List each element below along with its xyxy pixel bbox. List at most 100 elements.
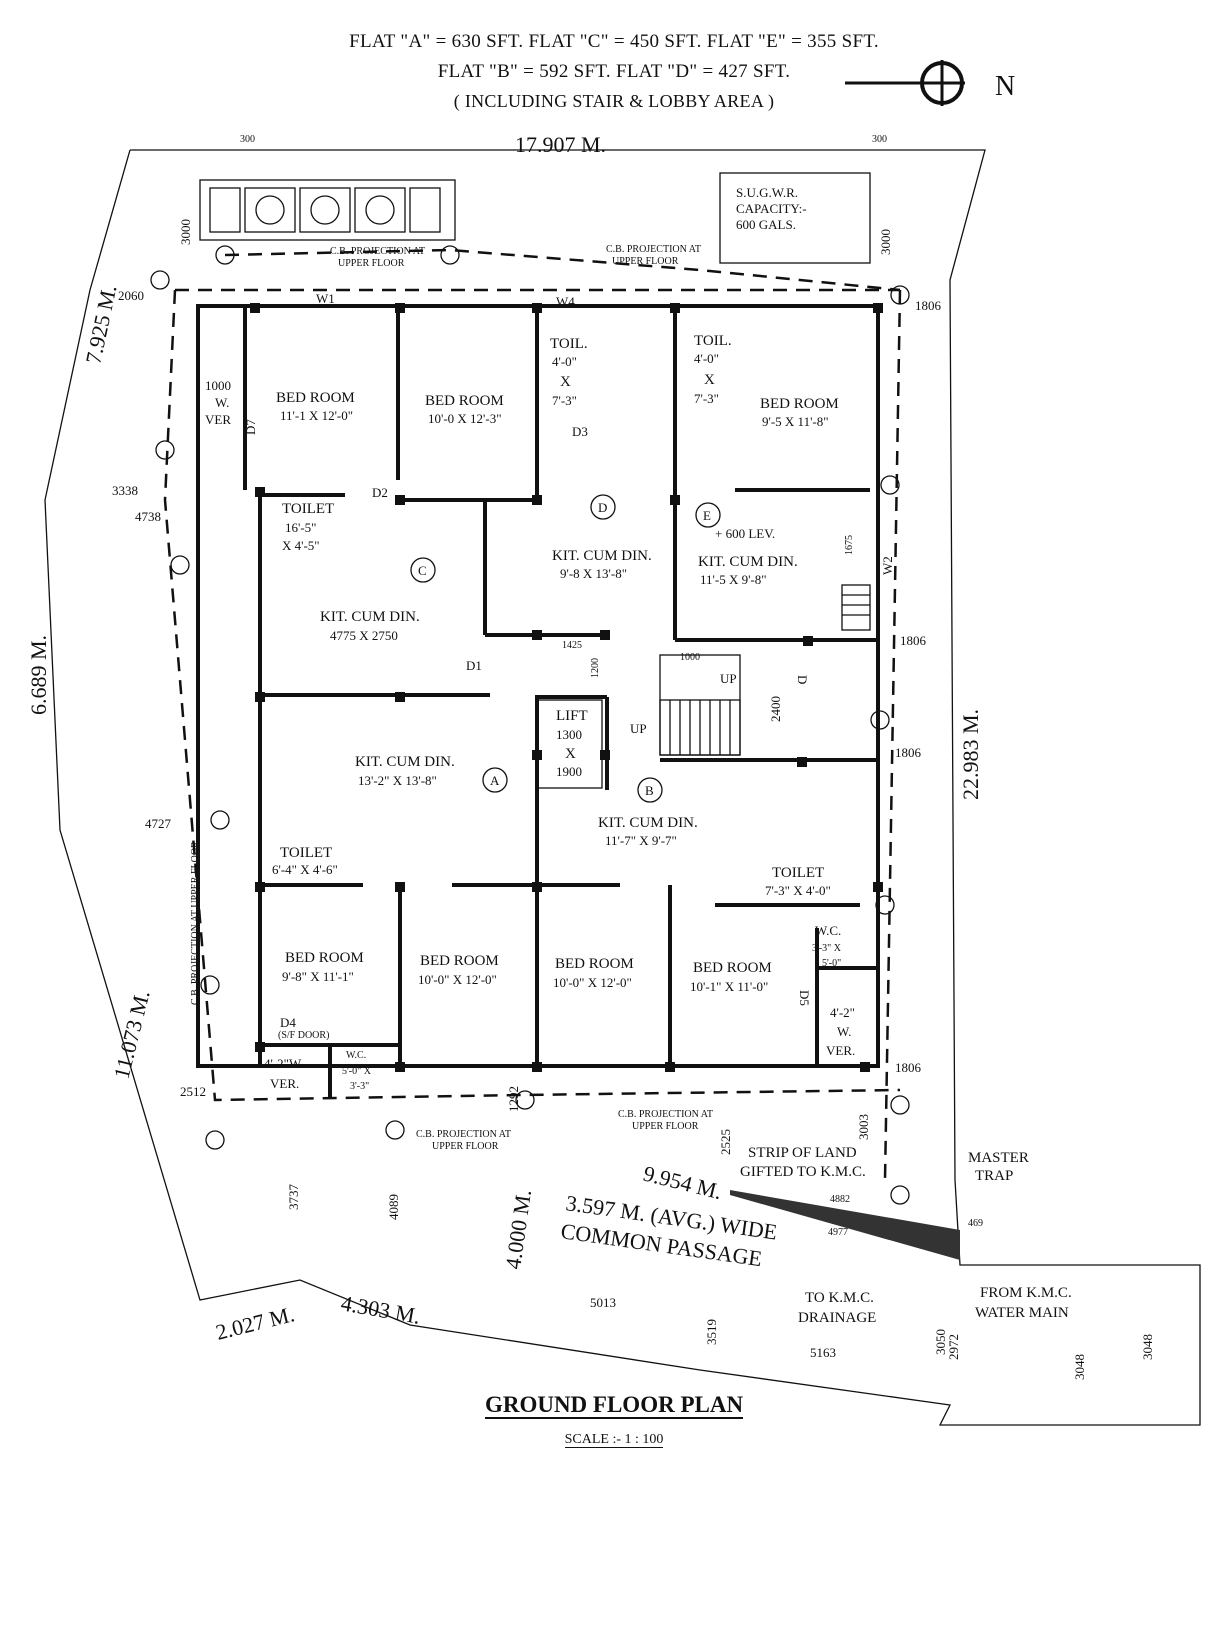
flat-markers [410,494,721,803]
ver-a-b: VER. [270,1076,299,1091]
kit-a-name: KIT. CUM DIN. [355,754,455,770]
flat-d-label: D [598,500,607,515]
dim-1200: 1200 [590,658,601,678]
kit-d-name: KIT. CUM DIN. [552,548,652,564]
area-line-2: FLAT "B" = 592 SFT. FLAT "D" = 427 SFT. [437,61,791,82]
bed5-name: BED ROOM [420,953,499,969]
water-note-2: WATER MAIN [975,1305,1069,1321]
dim-right: 22.983 M. [958,709,983,800]
dim-left-bottom: 11.073 M. [109,988,155,1082]
plot-boundary [44,149,1201,1426]
dim-1806a: 1806 [915,298,942,313]
kit-e-size: 11'-5 X 9'-8" [700,572,767,587]
dim-1425: 1425 [562,640,582,651]
door-d7-tag: D7 [243,419,258,435]
dim-2972: 2972 [946,1334,961,1360]
toilet-b-size: 7'-3" X 4'-0" [765,883,831,898]
dim-4977: 4977 [828,1227,848,1238]
toil-e-x: X [704,372,715,388]
bed5-size: 10'-0" X 12'-0" [418,972,497,987]
up-label-2: UP [630,721,647,736]
door-d4-tag: D4 [280,1015,296,1030]
dim-1675: 1675 [844,535,855,555]
lift-w: 1300 [556,727,582,742]
kit-e-name: KIT. CUM DIN. [698,554,798,570]
master-trap-1: MASTER [968,1150,1029,1166]
kit-b-size: 11'-7" X 9'-7" [605,833,677,848]
dim-4089: 4089 [386,1194,401,1220]
door-d1-tag: D1 [466,658,482,673]
door-d2-tag: D2 [372,485,388,500]
structural-columns [250,303,883,1072]
door-d5-tag: D5 [797,990,812,1006]
bed7-name: BED ROOM [693,960,772,976]
wc-a-name: W.C. [346,1050,366,1061]
kit-c-size: 4775 X 2750 [330,628,398,643]
dim-3000b: 3000 [878,229,893,255]
cb-note-bm: C.B. PROJECTION AT [618,1109,713,1120]
sugwr-label: S.U.G.W.R. [736,185,798,200]
bed3-size: 9'-5 X 11'-8" [762,414,829,429]
toil-d-l: 7'-3" [552,393,577,408]
cb-note-top-a: C.B. PROJECTION AT [330,246,425,257]
dim-300b: 300 [872,134,887,145]
cb-note-bm2: UPPER FLOOR [632,1121,699,1132]
toil-e-name: TOIL. [694,333,732,349]
wc-b-name: W.C. [815,923,841,938]
ver-b-a: 4'-2" [830,1005,855,1020]
toil-d-x: X [560,374,571,390]
north-arrow-icon [845,60,965,106]
cb-note-left: C.B. PROJECTION AT UPPER FLOOR [190,841,201,1005]
ver1-a: 1000 [205,378,231,393]
dim-1806d: 1806 [895,1060,922,1075]
drainage-lines [150,245,910,1205]
flat-a-label: A [490,773,500,788]
dim-4738: 4738 [135,509,161,524]
gifted-strip [730,1190,960,1260]
dim-3737: 3737 [286,1184,301,1211]
door-d3-tag: D3 [572,424,588,439]
dim-5013: 5013 [590,1295,616,1310]
sugwr-capacity: CAPACITY:- [736,201,807,216]
dim-300a: 300 [240,134,255,145]
toilet-c-name: TOILET [282,501,334,517]
bed1-name: BED ROOM [276,390,355,406]
strip-note-2: GIFTED TO K.M.C. [740,1164,866,1180]
toilet-b-name: TOILET [772,865,824,881]
ver1-b: W. [215,395,229,410]
bed6-name: BED ROOM [555,956,634,972]
d-label: D [795,675,810,684]
dim-3519: 3519 [704,1319,719,1345]
dim-left-top: 7.925 M. [80,283,121,367]
wc-b-l: 5'-0" [822,958,841,969]
cb-note-top-b2: UPPER FLOOR [612,256,679,267]
dim-passage: 4.000 M. [500,1188,536,1271]
strip-note-1: STRIP OF LAND [748,1145,857,1161]
kit-d-size: 9'-8 X 13'-8" [560,566,627,581]
dim-3050: 3050 [933,1329,948,1355]
bed6-size: 10'-0" X 12'-0" [553,975,632,990]
wc-a-l: 3'-3" [350,1081,369,1092]
area-note: ( INCLUDING STAIR & LOBBY AREA ) [453,91,775,111]
toilet-a-size: 6'-4" X 4'-6" [272,862,338,877]
wc-a-w: 5'-0" X [342,1066,372,1077]
kit-b-name: KIT. CUM DIN. [598,815,698,831]
dim-2525: 2525 [718,1129,733,1155]
master-trap-2: TRAP [975,1168,1013,1184]
up-label-1: UP [720,671,737,686]
toil-e-l: 7'-3" [694,391,719,406]
toilet-c-l: X 4'-5" [282,538,320,553]
dim-2060: 2060 [118,288,144,303]
dim-bottom-mid: 4.303 M. [339,1290,422,1329]
dim-5163: 5163 [810,1345,836,1360]
dim-road: 9.954 M. [641,1161,725,1205]
north-label: N [995,71,1015,102]
drain-note-2: DRAINAGE [798,1310,876,1326]
cb-note-bl: C.B. PROJECTION AT [416,1129,511,1140]
ver-b-b: W. [837,1024,851,1039]
flat-b-label: B [645,783,654,798]
lev-label: + 600 LEV. [715,526,775,541]
dim-1806c: 1806 [895,745,922,760]
sf-door-tag: (S/F DOOR) [278,1030,329,1041]
